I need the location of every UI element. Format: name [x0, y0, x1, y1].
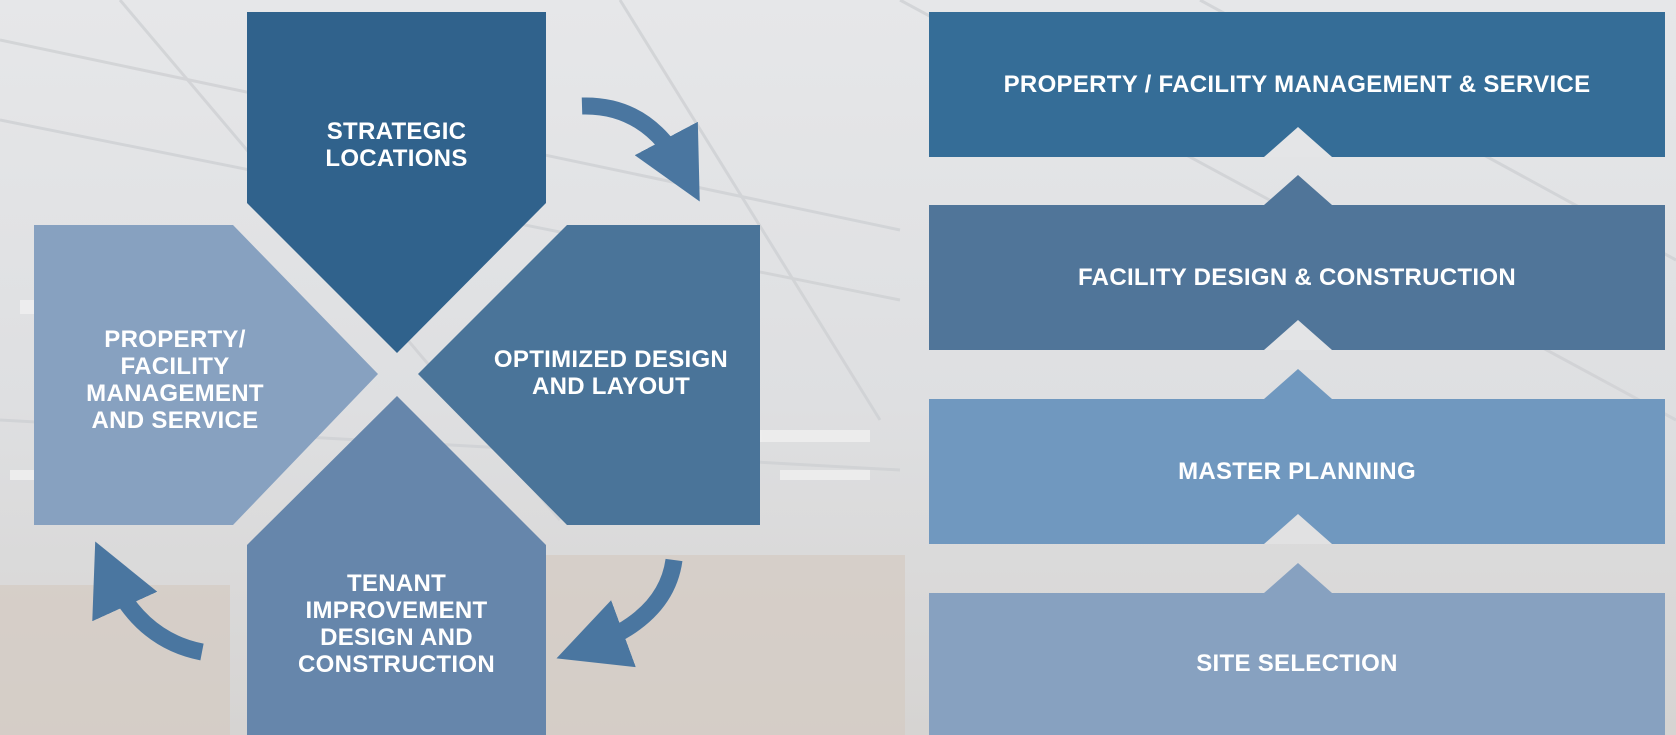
stack-bar-label: MASTER PLANNING	[1178, 457, 1416, 485]
stack-notch	[1264, 563, 1332, 593]
stack-notch	[1264, 127, 1332, 157]
cycle-label-tenant-improvement: TENANT IMPROVEMENT DESIGN AND CONSTRUCTI…	[247, 570, 546, 678]
label-line: OPTIMIZED DESIGN	[493, 346, 729, 373]
cycle-segment-bottom	[247, 396, 546, 735]
stack-bar-label: FACILITY DESIGN & CONSTRUCTION	[1078, 263, 1516, 291]
stack-bar-site-selection: SITE SELECTION	[929, 593, 1665, 735]
cycle-label-optimized-design: OPTIMIZED DESIGN AND LAYOUT	[470, 346, 752, 400]
label-line: MANAGEMENT	[86, 380, 264, 407]
label-line: FACILITY	[120, 353, 230, 380]
label-line: LOCATIONS	[325, 145, 468, 172]
label-line: CONSTRUCTION	[298, 651, 495, 678]
stack-bar-label: SITE SELECTION	[1196, 650, 1398, 677]
stack-notch	[1264, 320, 1332, 350]
stack-notch	[1264, 369, 1332, 399]
label-line: IMPROVEMENT	[305, 597, 488, 624]
cycle-segment-top	[247, 12, 546, 353]
label-line: PROPERTY/	[104, 326, 246, 353]
cycle-label-strategic-locations: STRATEGIC LOCATIONS	[247, 118, 546, 172]
curved-arrow-bottom-right	[556, 558, 683, 668]
cycle-segment-right	[418, 225, 760, 525]
label-line: DESIGN AND	[320, 624, 473, 651]
label-line: AND LAYOUT	[531, 373, 691, 400]
stack-notch	[1264, 514, 1332, 544]
label-line: AND SERVICE	[91, 407, 259, 434]
label-line: STRATEGIC	[326, 118, 467, 145]
curved-arrow-top-right	[581, 97, 700, 202]
stack-bar-label: PROPERTY / FACILITY MANAGEMENT & SERVICE	[1003, 70, 1591, 98]
cycle-segment-left	[34, 225, 378, 525]
curved-arrow-bottom-left	[92, 541, 204, 661]
cycle-label-property-management: PROPERTY/ FACILITY MANAGEMENT AND SERVIC…	[60, 326, 290, 434]
label-line: TENANT	[346, 570, 447, 597]
stack-notch	[1264, 175, 1332, 205]
